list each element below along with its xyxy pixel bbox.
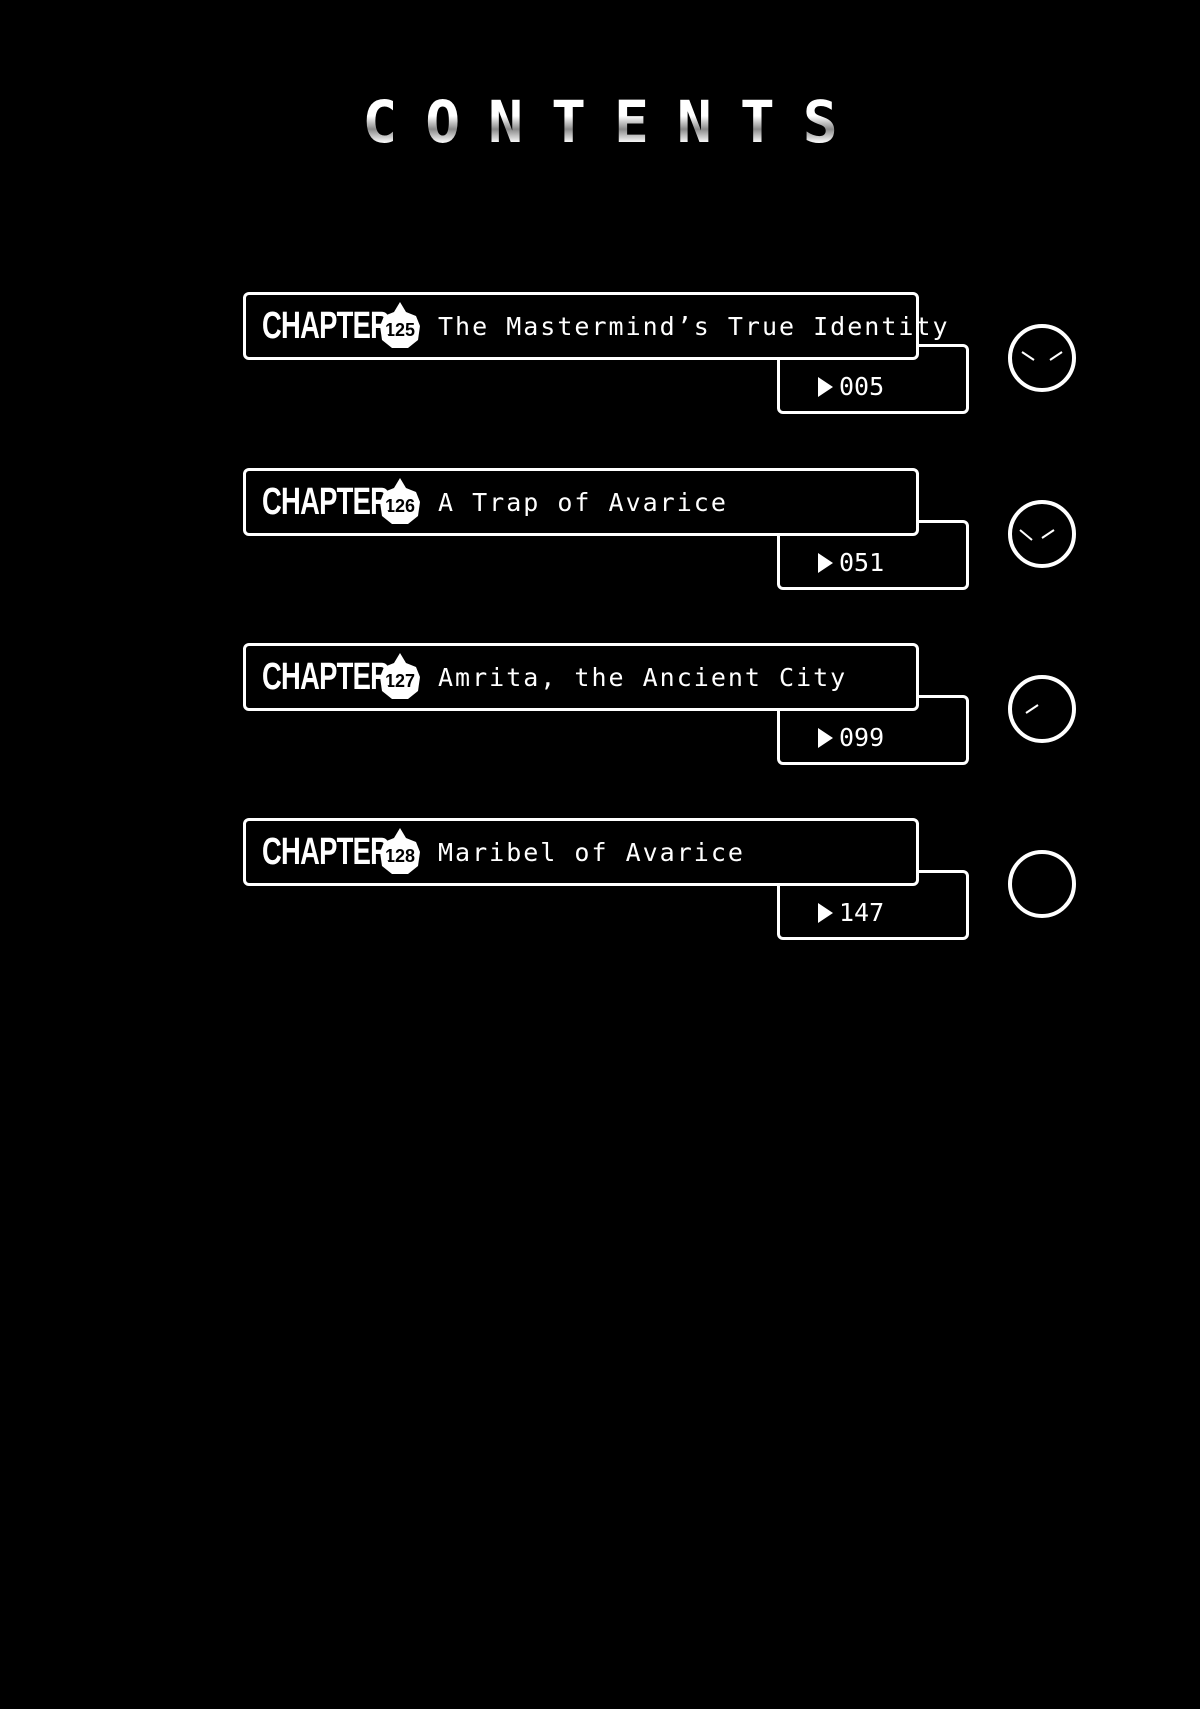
chapter-label: CHAPTER	[262, 305, 390, 347]
toc-entry[interactable]: CHAPTER 126 A Trap of Avarice 051	[0, 468, 1200, 598]
chapter-title-box[interactable]: CHAPTER 128 Maribel of Avarice	[243, 818, 919, 886]
clock-two-hands-icon	[1006, 498, 1078, 570]
play-arrow-icon	[818, 377, 833, 397]
clock-two-hands-icon	[1006, 322, 1078, 394]
chapter-number-badge: 128	[376, 826, 424, 878]
clock-one-hand-icon	[1006, 673, 1078, 745]
toc-entry[interactable]: CHAPTER 127 Amrita, the Ancient City 099	[0, 643, 1200, 773]
toc-entry[interactable]: CHAPTER 128 Maribel of Avarice 147	[0, 818, 1200, 948]
chapter-label: CHAPTER	[262, 481, 390, 523]
chapter-title: The Mastermind’s True Identity	[438, 311, 950, 341]
page-number: 005	[839, 372, 885, 401]
chapter-title: Maribel of Avarice	[438, 837, 745, 867]
chapter-number: 125	[385, 320, 415, 340]
toc-entry[interactable]: CHAPTER 125 The Mastermind’s True Identi…	[0, 292, 1200, 422]
page-number: 147	[839, 898, 885, 927]
page-title: CONTENTS	[0, 92, 1200, 152]
chapter-title-box[interactable]: CHAPTER 126 A Trap of Avarice	[243, 468, 919, 536]
chapter-title: A Trap of Avarice	[438, 487, 728, 517]
chapter-title-box[interactable]: CHAPTER 125 The Mastermind’s True Identi…	[243, 292, 948, 360]
empty-circle-icon	[1006, 848, 1078, 920]
page-number: 051	[839, 548, 885, 577]
chapter-label: CHAPTER	[262, 656, 390, 698]
chapter-number: 128	[385, 846, 415, 866]
page-number-box[interactable]: 005	[777, 344, 969, 414]
play-arrow-icon	[818, 728, 833, 748]
chapter-title: Amrita, the Ancient City	[438, 662, 848, 692]
play-arrow-icon	[818, 553, 833, 573]
chapter-number: 127	[385, 671, 415, 691]
play-arrow-icon	[818, 903, 833, 923]
chapter-number-badge: 125	[376, 300, 424, 352]
page-number: 099	[839, 723, 885, 752]
chapter-title-box[interactable]: CHAPTER 127 Amrita, the Ancient City	[243, 643, 919, 711]
chapter-number-badge: 126	[376, 476, 424, 528]
chapter-label: CHAPTER	[262, 831, 390, 873]
chapter-number-badge: 127	[376, 651, 424, 703]
chapter-number: 126	[385, 496, 415, 516]
